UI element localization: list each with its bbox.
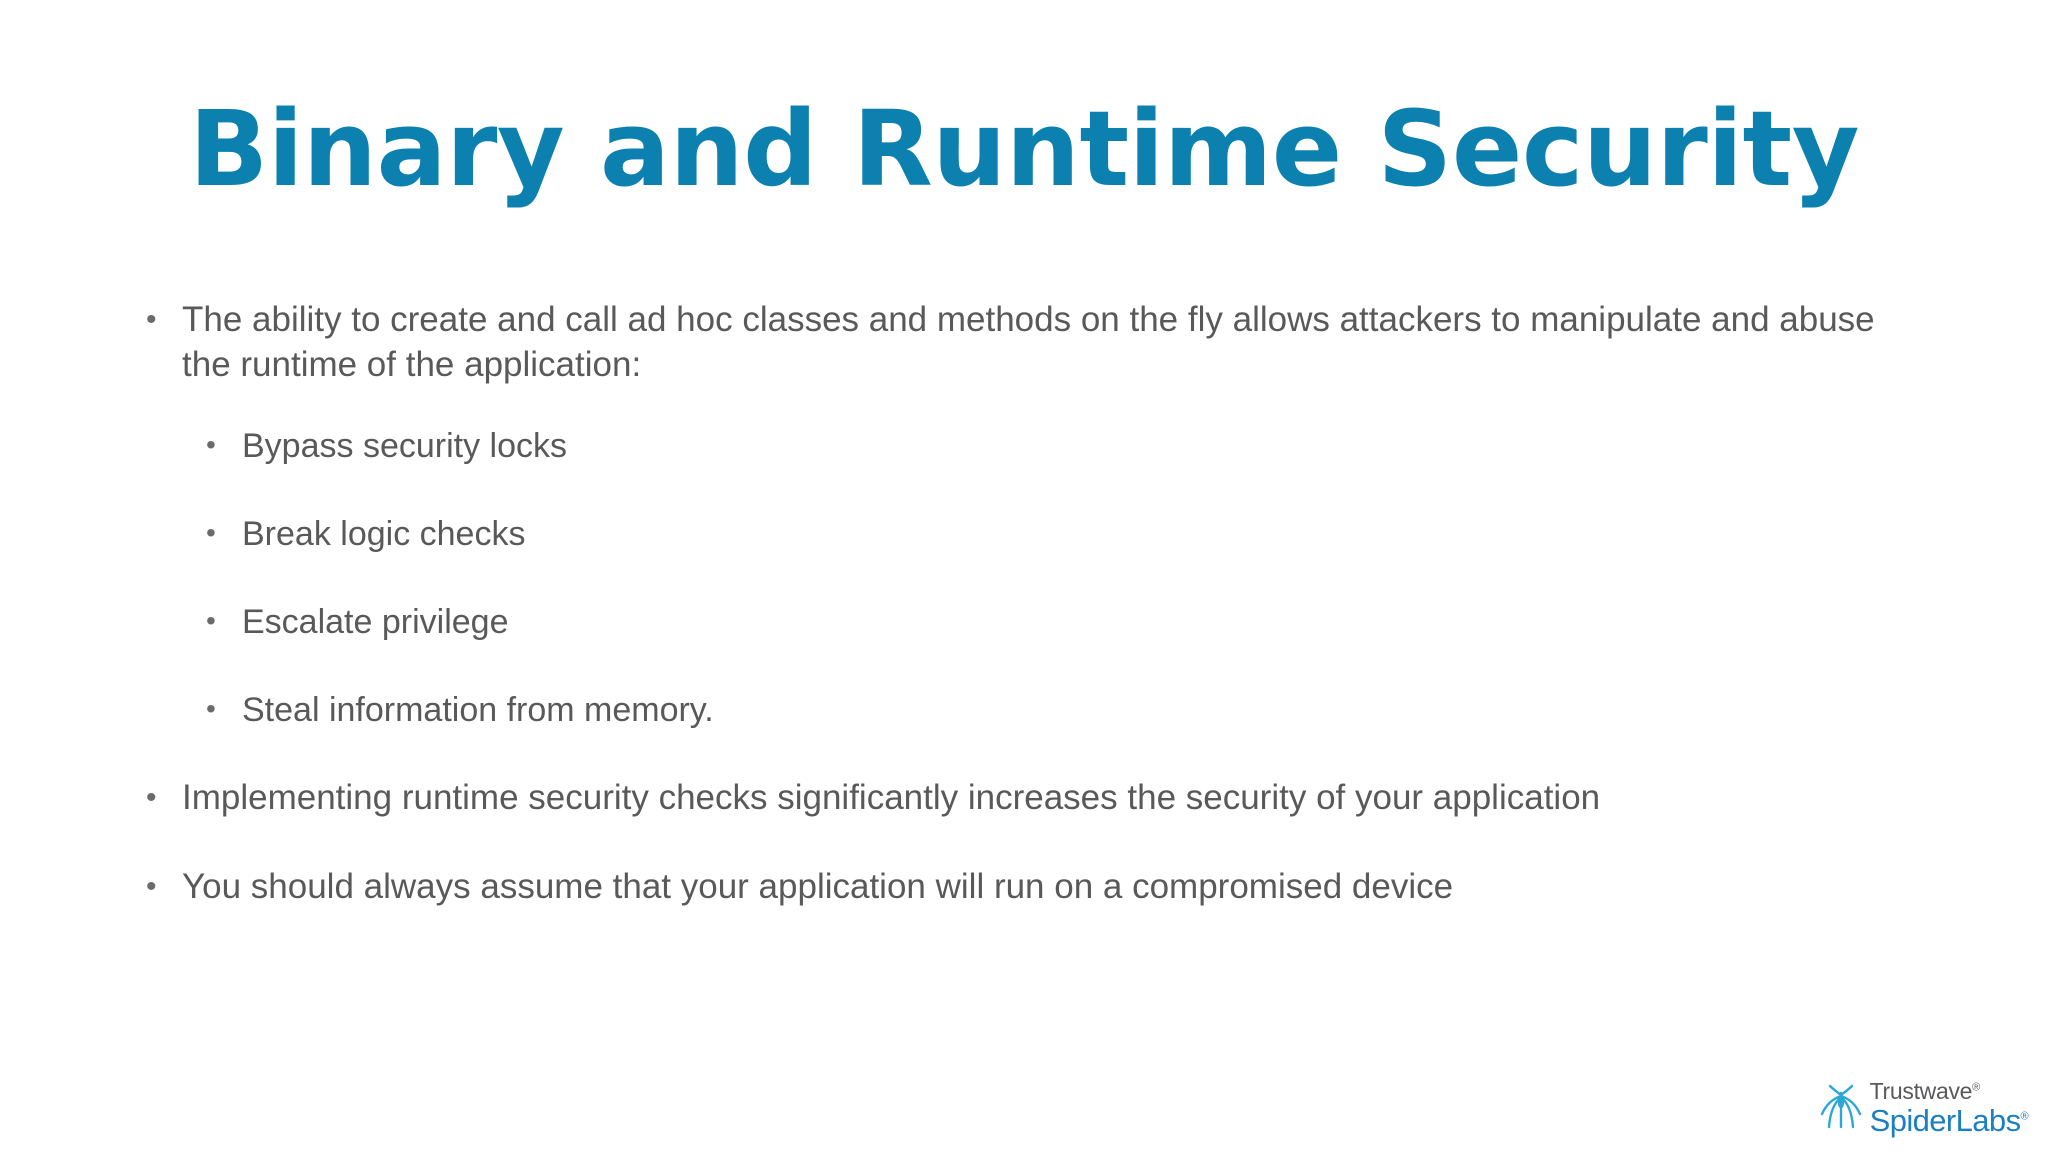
list-item-label: Implementing runtime security checks sig…	[182, 778, 1601, 818]
spider-starburst-icon	[1818, 1083, 1864, 1133]
list-item: • Break logic checks	[198, 512, 1940, 556]
list-item: • The ability to create and call ad hoc …	[140, 298, 1940, 388]
brand-top-label: Trustwave®	[1869, 1078, 1981, 1104]
list-item-label: Break logic checks	[242, 514, 526, 553]
list-item-label: Bypass security locks	[242, 426, 567, 465]
spacer	[140, 556, 1940, 600]
bullet-glyph-icon: •	[146, 303, 157, 336]
registered-mark-icon: ®	[1972, 1081, 1980, 1094]
bullet-glyph-icon: •	[146, 870, 157, 904]
registered-mark-icon: ®	[2020, 1110, 2028, 1123]
bullet-glyph-icon: •	[206, 604, 216, 636]
brand-wordmark: Trustwave® SpiderLabs®	[1869, 1078, 2029, 1138]
spacer	[140, 821, 1940, 865]
list-item: • You should always assume that your app…	[140, 865, 1940, 910]
bullet-list: • The ability to create and call ad hoc …	[140, 298, 1940, 910]
list-item: • Escalate privilege	[198, 600, 1940, 644]
spacer	[140, 644, 1940, 688]
list-item-label: Steal information from memory.	[242, 691, 714, 730]
list-item-label: The ability to create and call ad hoc cl…	[182, 300, 1875, 384]
bullet-glyph-icon: •	[206, 693, 216, 725]
bullet-glyph-icon: •	[206, 516, 216, 548]
list-item: • Bypass security locks	[198, 424, 1940, 468]
spacer	[140, 388, 1940, 424]
list-item: • Implementing runtime security checks s…	[140, 776, 1940, 821]
list-item-label: Escalate privilege	[242, 602, 509, 641]
bullet-glyph-icon: •	[206, 428, 216, 460]
list-item-label: You should always assume that your appli…	[182, 867, 1454, 907]
bullet-glyph-icon: •	[146, 781, 157, 815]
brand-logo: Trustwave® SpiderLabs®	[1818, 1078, 2029, 1138]
spacer	[140, 732, 1940, 776]
page-title: Binary and Runtime Security	[189, 88, 1860, 210]
spacer	[140, 468, 1940, 512]
brand-bottom-label: SpiderLabs®	[1869, 1103, 2029, 1138]
list-item: • Steal information from memory.	[198, 688, 1940, 732]
